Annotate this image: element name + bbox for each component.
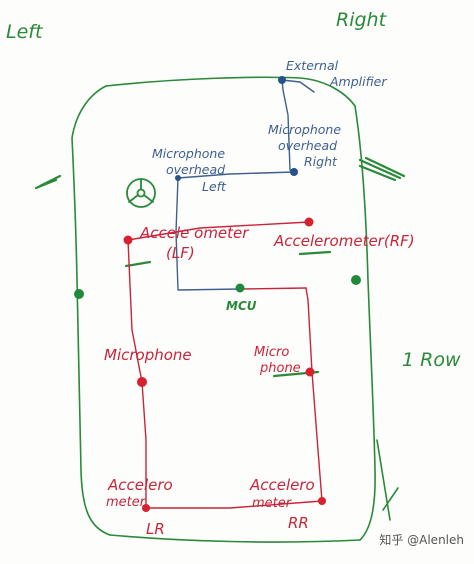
label-left: Left bbox=[6, 21, 44, 43]
wire-left-mic-to-mcu bbox=[175, 177, 241, 291]
label-mic-overhead-right-2: overhead bbox=[278, 138, 337, 153]
car-body-left-side bbox=[71, 85, 111, 536]
label-mic-overhead-right-1: Microphone bbox=[268, 122, 341, 137]
wire-right-mic-to-left-mic bbox=[177, 171, 295, 179]
label-mic-overhead-left-3: Left bbox=[202, 179, 227, 194]
watermark: 知乎 @Alenleh bbox=[379, 533, 464, 547]
node-mic-overhead-right bbox=[290, 168, 298, 176]
label-external-amplifier-2: Amplifier bbox=[329, 74, 387, 89]
right-ray-strokes bbox=[376, 439, 399, 521]
label-mic-overhead-right-3: Right bbox=[304, 154, 338, 169]
wire-lf-to-lr bbox=[127, 239, 147, 509]
car-body-top bbox=[105, 76, 356, 107]
label-accelerometer-lr-1: Accelero bbox=[107, 476, 173, 494]
label-mcu: MCU bbox=[226, 299, 257, 313]
wire-mcu-to-right bbox=[239, 287, 307, 290]
node-accelerometer-lf bbox=[123, 235, 133, 245]
label-accelerometer-rr-1: Accelero bbox=[249, 476, 315, 494]
label-microphone-left: Microphone bbox=[104, 346, 192, 364]
node-accelerometer-rf bbox=[304, 217, 314, 227]
label-right: Right bbox=[336, 9, 388, 31]
car-body-outline bbox=[71, 76, 399, 543]
node-right-side-green bbox=[351, 275, 361, 285]
label-microphone-right-1: Micro bbox=[254, 345, 289, 360]
label-accelerometer-lf-1: Accele ometer bbox=[139, 224, 249, 242]
label-accelerometer-lr-2: meter bbox=[106, 495, 147, 510]
node-mic-overhead-left bbox=[175, 175, 181, 181]
wire-rr-to-right-mic bbox=[305, 287, 323, 502]
node-microphone-right bbox=[305, 367, 315, 377]
node-left-side-green bbox=[74, 289, 84, 299]
right-side-small-mark bbox=[298, 250, 332, 256]
label-accelerometer-lr-tag: LR bbox=[146, 520, 165, 538]
label-accelerometer-rr-tag: RR bbox=[288, 514, 309, 532]
node-microphone-left bbox=[137, 377, 147, 387]
label-mic-overhead-left-2: overhead bbox=[166, 162, 225, 177]
label-row: 1 Row bbox=[402, 349, 461, 371]
left-side-small-mark bbox=[124, 260, 152, 268]
car-body-right-side bbox=[354, 105, 376, 541]
blue-wiring bbox=[175, 79, 315, 291]
steering-wheel-icon bbox=[126, 178, 156, 208]
label-microphone-right-2: phone bbox=[259, 361, 301, 376]
wire-amp-ext bbox=[281, 79, 315, 93]
label-accelerometer-rr-2: meter bbox=[252, 496, 293, 511]
node-external-amplifier bbox=[278, 76, 286, 84]
left-front-mirror-mark bbox=[34, 174, 62, 190]
wire-lf-to-rf bbox=[127, 221, 310, 241]
node-accelerometer-lr bbox=[142, 504, 150, 512]
label-accelerometer-lf-2: (LF) bbox=[166, 244, 195, 262]
car-body-bottom bbox=[109, 534, 361, 543]
label-accelerometer-rf: Accelerometer(RF) bbox=[273, 232, 415, 250]
right-front-mirror-mark bbox=[358, 156, 406, 182]
wire-lr-to-rr bbox=[145, 500, 323, 509]
node-mcu bbox=[235, 283, 245, 293]
label-mic-overhead-left-1: Microphone bbox=[152, 146, 225, 161]
label-external-amplifier-1: External bbox=[286, 58, 339, 73]
sensor-nodes bbox=[74, 76, 361, 512]
node-accelerometer-rr bbox=[318, 497, 326, 505]
